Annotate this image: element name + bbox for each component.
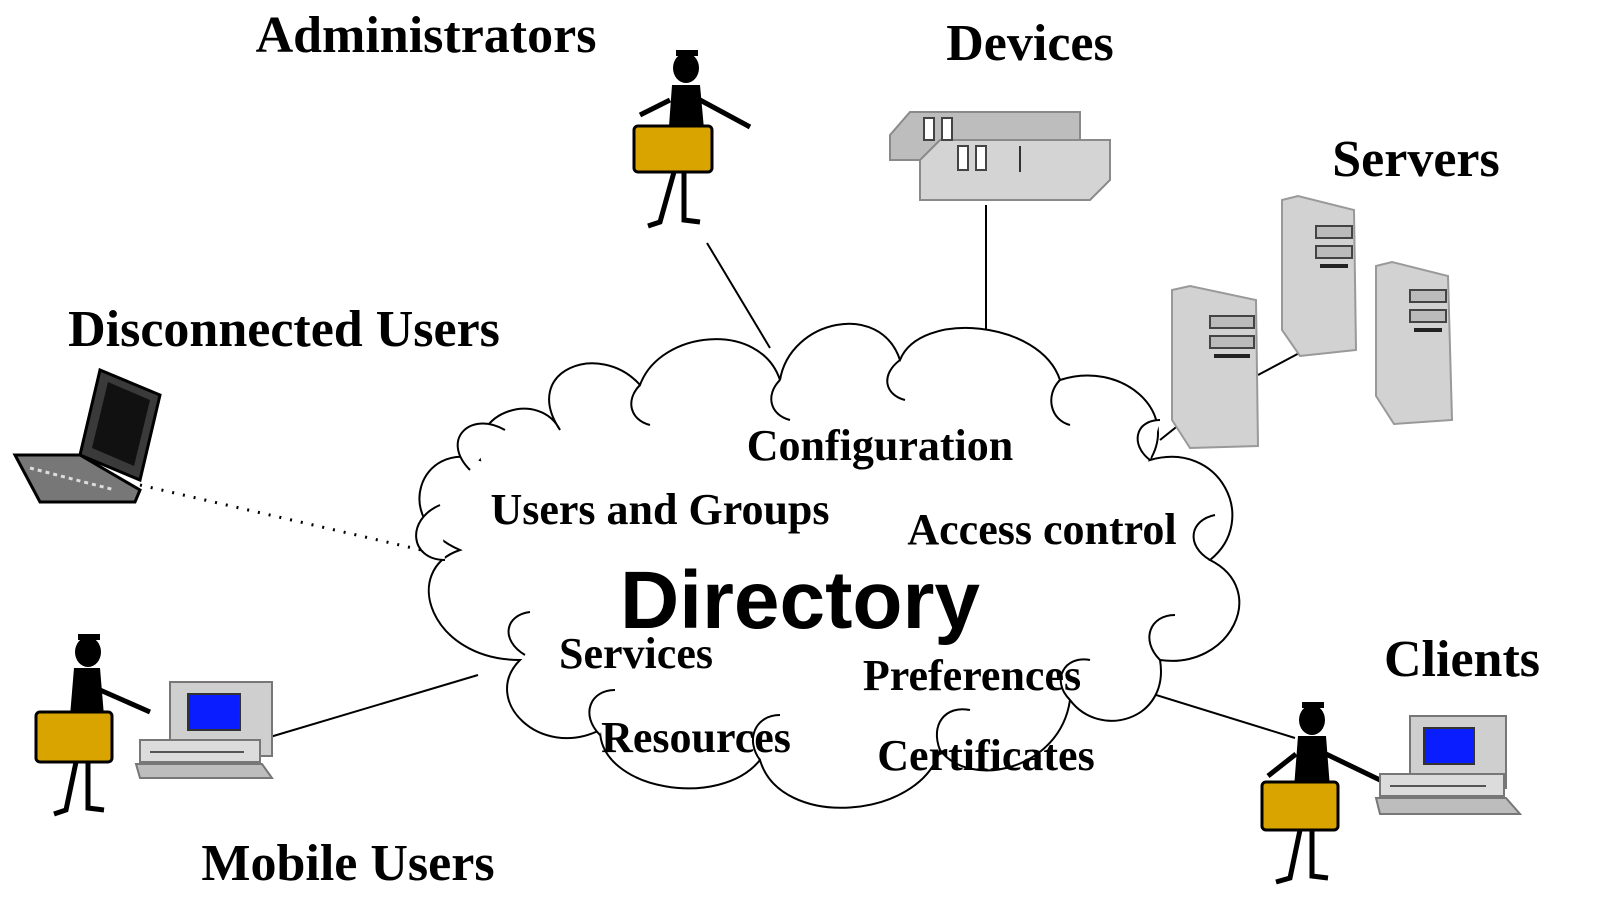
resources-label: Resources xyxy=(601,713,791,762)
mobile-user-figure xyxy=(34,634,152,817)
disconnected-users-label: Disconnected Users xyxy=(68,301,500,358)
preferences-label: Preferences xyxy=(863,651,1081,700)
mobile-computer-icon xyxy=(134,681,274,779)
administrator-folder-icon xyxy=(632,124,714,174)
access-control-label: Access control xyxy=(907,505,1176,554)
server-tower-3 xyxy=(1375,260,1454,426)
clients-connector xyxy=(1139,689,1296,739)
mobile-users-label: Mobile Users xyxy=(201,835,494,892)
users-and-groups-label: Users and Groups xyxy=(490,485,829,534)
server-tower-2 xyxy=(1281,194,1358,358)
client-computer-icon xyxy=(1374,715,1523,815)
configuration-label: Configuration xyxy=(747,421,1013,470)
server-tower-1 xyxy=(1171,284,1260,450)
certificates-label: Certificates xyxy=(877,731,1094,780)
devices-icon xyxy=(889,111,1111,201)
admin-connector xyxy=(706,242,771,349)
administrator-figure xyxy=(632,50,752,229)
directory-cloud xyxy=(415,322,1241,809)
mobile-user-folder-icon xyxy=(34,710,114,764)
servers-label: Servers xyxy=(1332,131,1499,188)
mobile-connector xyxy=(269,674,479,738)
disconnected-connector xyxy=(139,483,431,554)
administrators-label: Administrators xyxy=(256,7,597,64)
client-folder-icon xyxy=(1260,780,1340,832)
services-label: Services xyxy=(559,629,713,678)
laptop-icon xyxy=(12,367,162,504)
devices-label: Devices xyxy=(946,15,1113,72)
directory-title: Directory xyxy=(620,555,980,646)
servers-connector xyxy=(1257,349,1306,376)
clients-label: Clients xyxy=(1384,631,1540,688)
client-figure xyxy=(1260,702,1382,885)
servers-icon xyxy=(1171,194,1454,450)
